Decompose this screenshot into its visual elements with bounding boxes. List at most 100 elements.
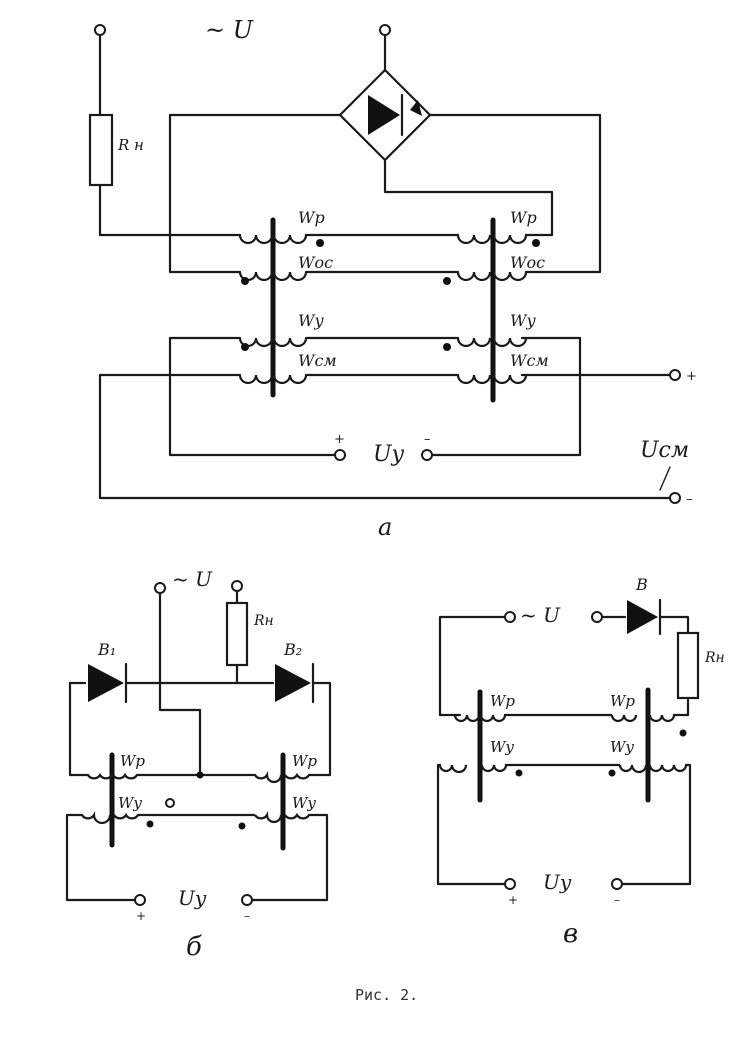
bias-label: Uсм [640, 438, 689, 463]
load-resistor [676, 631, 700, 700]
polarity-dot [238, 822, 246, 830]
polarity-dot [443, 343, 451, 351]
coil-wy-left-b [113, 812, 255, 820]
control-plus-sign: + [508, 893, 518, 907]
wire [658, 615, 690, 635]
wire [250, 813, 329, 902]
coil-wcm-right-b [492, 374, 528, 385]
sublabel-b: б [186, 932, 202, 962]
winding-label-wp-right: Wр [292, 752, 317, 770]
junction-dot [196, 771, 204, 779]
winding-label-wp: Wр [298, 208, 325, 227]
control-terminal-minus [241, 894, 253, 906]
bias-minus-sign: – [686, 492, 693, 507]
polarity-dot [515, 769, 523, 777]
polarity-ring [165, 798, 175, 808]
supply-terminal-left [154, 582, 166, 594]
supply-terminal-right [591, 611, 603, 623]
winding-label-wy: Wу [298, 311, 324, 330]
polarity-dot [316, 239, 324, 247]
load-label: Rн [253, 613, 274, 629]
wire [68, 681, 90, 777]
control-minus-sign: – [614, 893, 620, 907]
load-resistor [88, 113, 114, 187]
winding-label-woc-right: Wос [510, 253, 545, 272]
coil-wy-right-b [284, 812, 325, 820]
wire [436, 763, 507, 886]
diode2-label: В₂ [283, 640, 302, 659]
coil-woc-left-b [272, 271, 308, 282]
wire [428, 113, 602, 274]
control-plus-sign: + [334, 432, 345, 447]
bias-terminal-minus [669, 492, 681, 504]
coil-wp-right-a [456, 234, 492, 245]
polarity-dot [241, 343, 249, 351]
winding-label-wcm-right: Wсм [510, 351, 549, 370]
coil-wy-right-a [618, 764, 648, 774]
control-terminal-plus [334, 449, 346, 461]
coil-woc-right-a [456, 271, 492, 282]
wire [383, 158, 554, 237]
coil-woc-right-b [492, 270, 540, 282]
control-terminal-minus [611, 878, 623, 890]
control-label: Uу [178, 886, 207, 910]
diode-b1 [88, 664, 124, 702]
wire [98, 183, 242, 237]
supply-terminal-right [231, 580, 243, 592]
wire [168, 336, 337, 457]
winding-label-wy-right: Wу [292, 794, 316, 812]
coil-wp-left-b [112, 772, 200, 780]
winding-label-wp-left: Wр [490, 692, 515, 710]
load-label: Rн [704, 650, 725, 666]
winding-label-wy-right: Wу [610, 738, 634, 756]
coil-wy-left-b [272, 337, 308, 348]
coil-wy-left-a [438, 764, 468, 774]
load-resistor [225, 601, 249, 667]
control-terminal-minus [421, 449, 433, 461]
coil-wp-left-b [272, 233, 320, 245]
wire [438, 615, 507, 717]
coil-wp-right-b [492, 233, 540, 245]
polarity-dot [679, 729, 687, 737]
sublabel-a: а [378, 513, 392, 541]
polarity-dot [241, 277, 249, 285]
coil-wp-left-a [453, 714, 481, 723]
control-label: Uу [543, 870, 572, 894]
bridge-diode-small [410, 100, 422, 116]
winding-label-wp-right: Wр [510, 208, 537, 227]
bias-plus-sign: + [686, 369, 697, 384]
coil-wy-left-a [81, 811, 112, 825]
control-terminal-plus [134, 894, 146, 906]
bias-terminal-plus [669, 369, 681, 381]
coil-wp-right-b [648, 713, 680, 723]
diode-v [627, 600, 658, 634]
diode-label: В [635, 575, 648, 594]
coil-wy-right-b [648, 764, 688, 773]
coil-wp-left-a [238, 234, 274, 245]
coil-wy-right-b [492, 337, 528, 348]
sublabel-c: в [563, 919, 578, 949]
supply-terminal-right [379, 24, 391, 36]
coil-wcm-left-b [272, 374, 308, 385]
polarity-dot [608, 769, 616, 777]
diode1-label: В₁ [97, 640, 116, 659]
wire [98, 373, 672, 500]
winding-label-woc: Wос [298, 253, 333, 272]
polarity-dot [146, 820, 154, 828]
diagram-a: ~ U R н [88, 16, 697, 541]
winding-label-wy-left: Wу [118, 794, 142, 812]
polarity-dot [443, 277, 451, 285]
bridge-diode [368, 95, 400, 135]
supply-label: ~ U [520, 603, 561, 627]
winding-label-wp-left: Wр [120, 752, 145, 770]
coil-wy-right-a [254, 811, 283, 824]
diagram-c: ~ U В Rн Wр Wу Wр Wу [436, 575, 725, 949]
coil-wp-right-a [610, 714, 638, 723]
control-label: Uу [373, 442, 405, 467]
winding-label-wp-right: Wр [610, 692, 635, 710]
bias-label-leader [659, 466, 671, 491]
coil-wcm-left-a [238, 374, 274, 385]
polarity-dot [532, 239, 540, 247]
wire [311, 681, 332, 777]
